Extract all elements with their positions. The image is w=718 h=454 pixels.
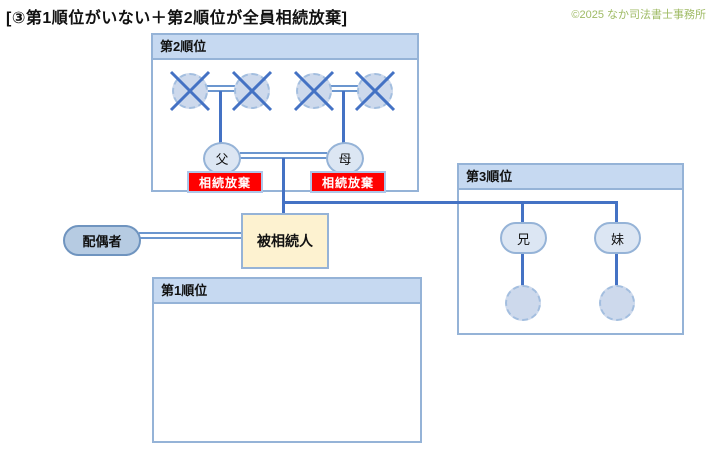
deceased-grandmother-maternal <box>352 68 398 114</box>
deceased-grandmother-paternal <box>229 68 275 114</box>
mother-node: 母 <box>326 142 364 175</box>
connector-drop-to-sister <box>615 201 618 223</box>
marriage-line-spouse-decedent <box>139 232 242 239</box>
copyright-text: ©2025 なか司法書士事務所 <box>571 9 706 21</box>
deceased-cross-icon <box>169 70 211 112</box>
deceased-grandfather-maternal <box>291 68 337 114</box>
father-renounce-badge: 相続放棄 <box>187 171 263 193</box>
connector-parents-to-siblings <box>282 201 618 204</box>
rank2-group-box: 第2順位 <box>151 33 419 192</box>
connector-grandparents-to-father <box>219 91 222 143</box>
connector-parents-to-decedent <box>282 158 285 214</box>
deceased-grandfather-paternal <box>167 68 213 114</box>
brother-node: 兄 <box>500 222 547 254</box>
rank1-header: 第1順位 <box>154 279 420 304</box>
brother-child-node <box>505 285 541 321</box>
connector-grandparents-to-mother <box>342 91 345 143</box>
page-title: [③第1順位がいない＋第2順位が全員相続放棄] <box>6 10 348 27</box>
rank1-group-box: 第1順位 <box>152 277 422 443</box>
connector-drop-to-brother <box>521 201 524 223</box>
sister-node: 妹 <box>594 222 641 254</box>
rank2-header: 第2順位 <box>153 35 417 60</box>
deceased-cross-icon <box>293 70 335 112</box>
rank3-group-box: 第3順位 <box>457 163 684 335</box>
connector-sister-to-child <box>615 253 618 286</box>
deceased-cross-icon <box>231 70 273 112</box>
spouse-node: 配偶者 <box>63 225 141 256</box>
rank3-header: 第3順位 <box>459 165 682 190</box>
sister-child-node <box>599 285 635 321</box>
connector-brother-to-child <box>521 253 524 286</box>
mother-renounce-badge: 相続放棄 <box>310 171 386 193</box>
deceased-cross-icon <box>354 70 396 112</box>
father-node: 父 <box>203 142 241 175</box>
decedent-node: 被相続人 <box>241 213 329 269</box>
